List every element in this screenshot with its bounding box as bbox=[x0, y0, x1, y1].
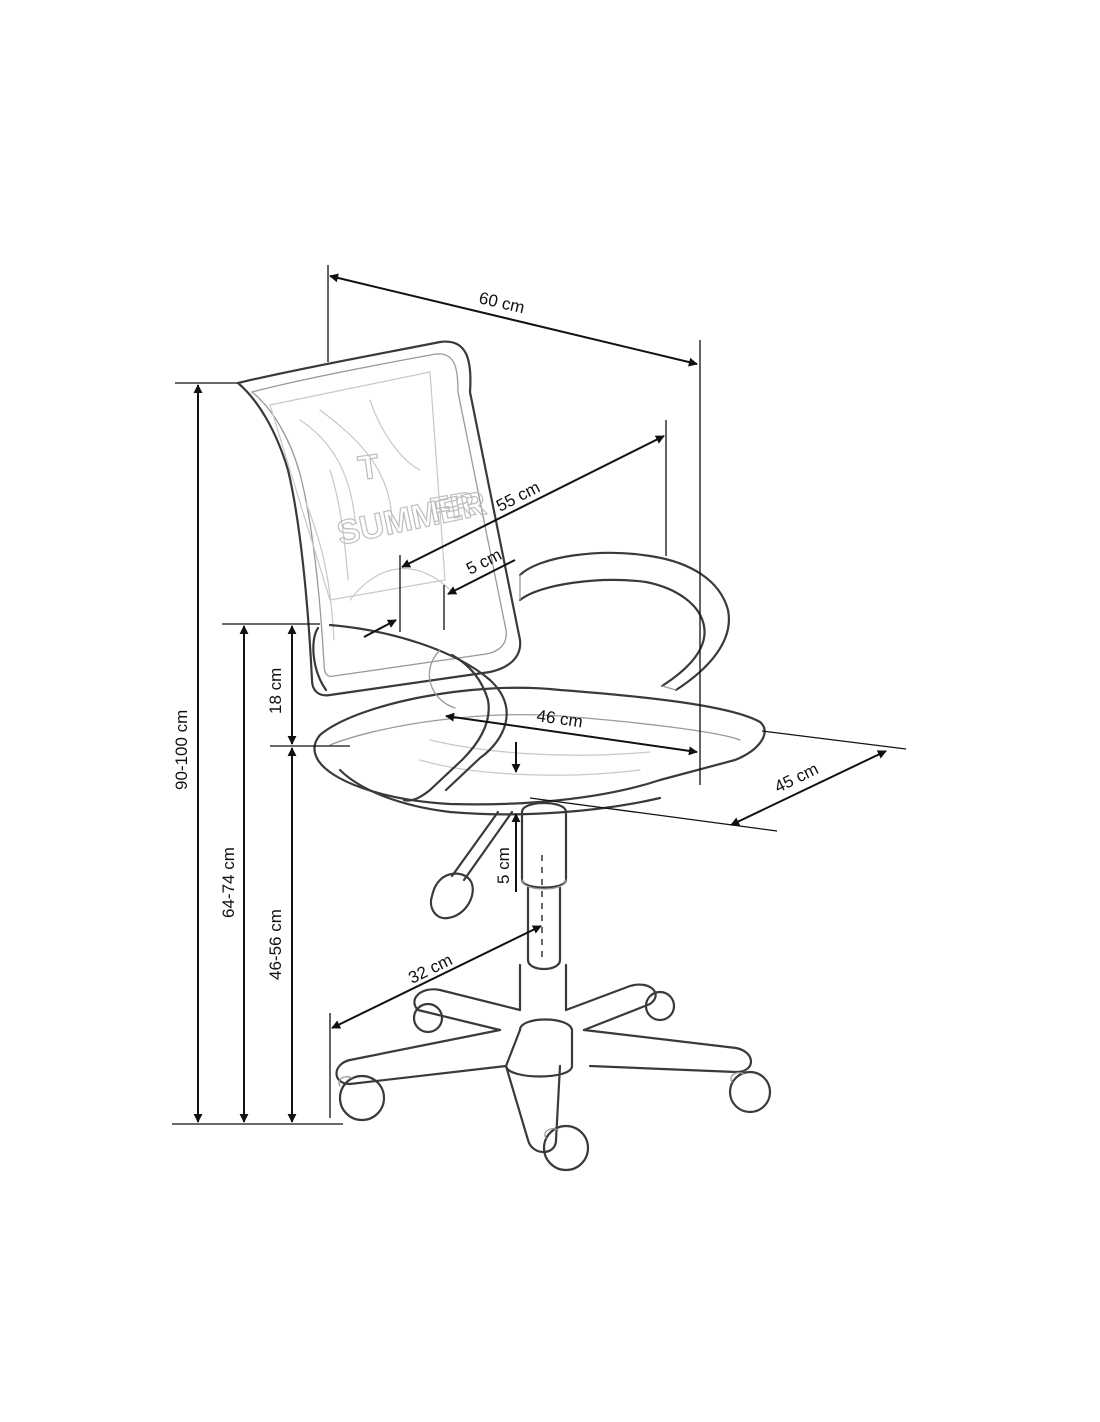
dimension-labels: 60 cm 55 cm 5 cm 46 cm 45 cm 90-100 cm 6… bbox=[172, 288, 821, 987]
label-backrest-gap: 5 cm bbox=[463, 545, 504, 579]
dimension-arrow-55cm bbox=[401, 435, 665, 568]
gas-lift bbox=[518, 802, 568, 1012]
caster-right-front bbox=[728, 1070, 772, 1114]
caster-left-back bbox=[412, 1002, 444, 1034]
dimension-arrow-5cm-gap bbox=[363, 619, 397, 638]
caster-front bbox=[542, 1124, 590, 1172]
label-seat-height: 46-56 cm bbox=[266, 909, 285, 980]
backrest: T SUMMER FR bbox=[236, 340, 522, 697]
dimension-arrow-32cm bbox=[331, 925, 542, 1029]
label-armrest-height: 64-74 cm bbox=[219, 847, 238, 918]
height-lever bbox=[429, 810, 514, 920]
print-text-line3: FR bbox=[427, 485, 478, 530]
label-total-height: 90-100 cm bbox=[172, 710, 191, 790]
caster-right-back bbox=[644, 990, 676, 1022]
dimension-arrow-60cm bbox=[329, 273, 698, 367]
chair-drawing: T SUMMER FR bbox=[236, 340, 772, 1172]
print-text-line1: T bbox=[356, 447, 382, 488]
label-seat-depth: 45 cm bbox=[771, 759, 821, 796]
chair-base bbox=[335, 983, 753, 1154]
dimension-arrow-46cm bbox=[445, 712, 698, 756]
dimension-arrow-5cm-gap-right bbox=[447, 559, 516, 595]
label-armrest-above-seat: 18 cm bbox=[266, 668, 285, 714]
extension-line-seat-front bbox=[761, 730, 907, 750]
label-seat-width: 46 cm bbox=[535, 706, 583, 731]
dimension-arrow-45cm bbox=[730, 750, 887, 826]
label-gas-lift-travel: 5 cm bbox=[494, 847, 513, 884]
dimension-lines bbox=[172, 265, 907, 1125]
label-base-radius: 32 cm bbox=[405, 950, 455, 987]
caster-left-front bbox=[338, 1074, 386, 1122]
armrest-left bbox=[312, 623, 508, 802]
backrest-print: T SUMMER FR bbox=[269, 371, 490, 641]
armrest-right bbox=[518, 551, 731, 692]
